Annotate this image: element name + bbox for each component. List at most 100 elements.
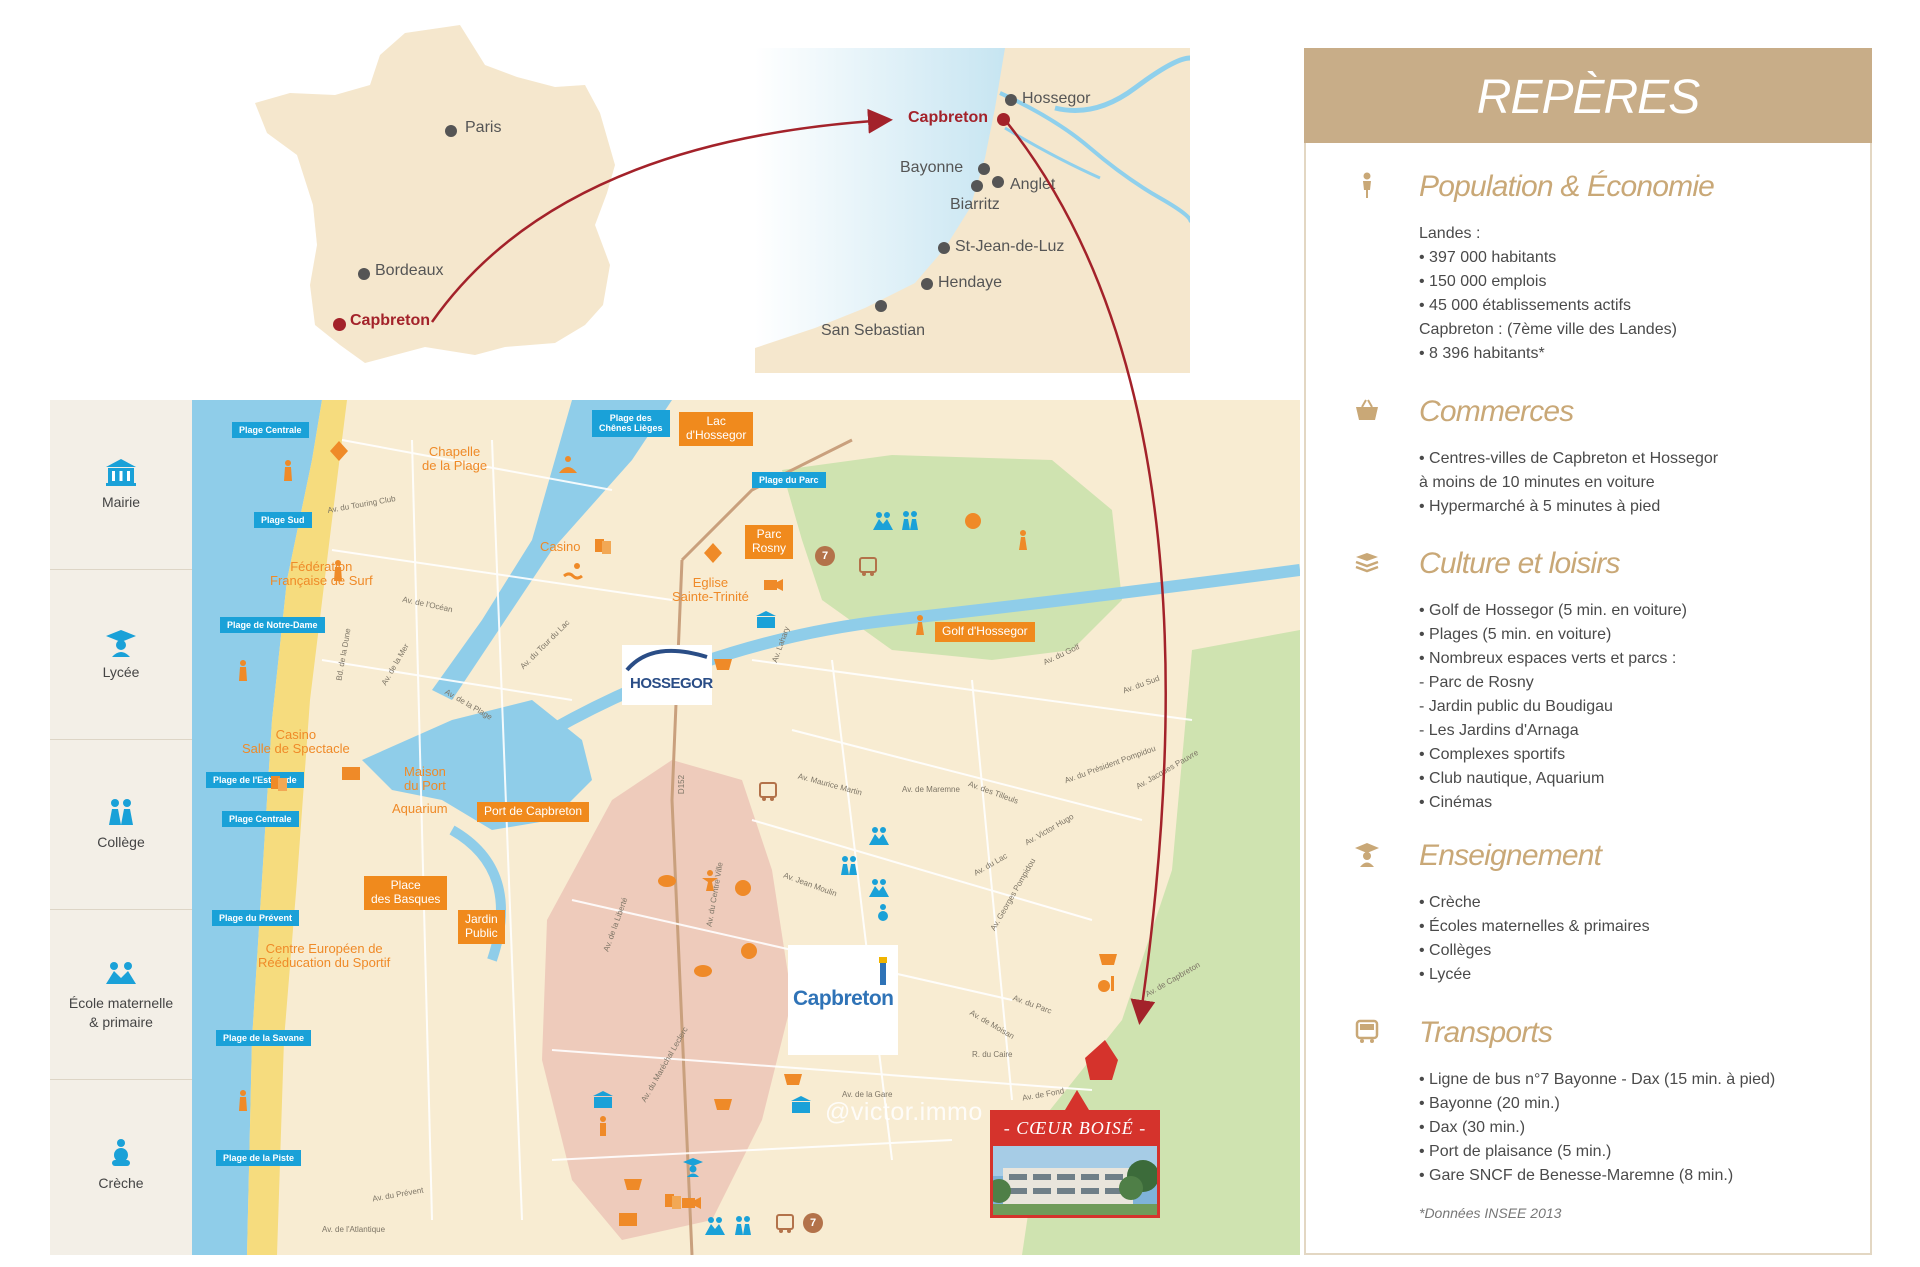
city-label-hossegor: Hossegor	[1022, 90, 1091, 107]
chapel-icon	[330, 441, 348, 461]
coeur-boise-marker[interactable]: - CŒUR BOISÉ -	[990, 1110, 1160, 1218]
section-line: Capbreton : (7ème ville des Landes)	[1419, 321, 1677, 338]
yoga-icon	[559, 456, 577, 473]
label-casino-salle: Casino Salle de Spectacle	[242, 727, 350, 757]
legend-label-ecole: École maternelle & primaire	[68, 994, 174, 1030]
bus-icon	[859, 557, 877, 576]
place-sign-port-capbreton: Port de Capbreton	[477, 802, 590, 822]
basket-icon	[714, 1099, 732, 1110]
church-icon	[704, 543, 722, 563]
section-line: • Nombreux espaces verts et parcs :	[1419, 650, 1677, 667]
person-icon	[600, 1116, 606, 1136]
label-casino: Casino	[540, 539, 581, 554]
town-hall-icon	[756, 611, 776, 628]
reperes-title: REPÈRES	[1476, 71, 1700, 124]
city-label-bayonne: Bayonne	[900, 159, 964, 176]
beach-sign-parc: Plage du Parc	[752, 472, 826, 489]
bus-route-badge-bottom: 7	[803, 1213, 823, 1233]
street-label: Av. de l'Atlantique	[322, 1225, 386, 1234]
person-icon	[1363, 172, 1371, 198]
label-maison-port: Maison du Port	[404, 764, 446, 794]
coast-inset-map: Capbreton Hossegor Bayonne Anglet Biarri…	[755, 48, 1190, 373]
watermark: @victor.immo	[825, 1098, 983, 1126]
beach-sign-prevent: Plage du Prévent	[212, 910, 300, 927]
hossegor-dot	[1005, 94, 1017, 106]
street-label: R. du Caire	[972, 1050, 1013, 1059]
gymnast-icon	[702, 870, 718, 891]
graduate-icon	[1355, 843, 1379, 867]
bus-icon	[776, 1214, 794, 1233]
aquarium-icon	[619, 1213, 637, 1226]
children-icon	[869, 879, 889, 897]
section-title: Transports	[1419, 1016, 1553, 1049]
graduate-icon	[683, 1158, 703, 1177]
lighthouse-icon	[879, 957, 887, 985]
section-line: - Jardin public du Boudigau	[1419, 698, 1613, 715]
street-label: D152	[677, 774, 687, 795]
city-label-st-jean-de-luz: St-Jean-de-Luz	[955, 238, 1065, 255]
legend-item-ecole: École maternelle & primaire	[50, 910, 192, 1080]
books-icon	[1355, 553, 1379, 573]
beach-sign-centrale: Plage Centrale	[222, 811, 299, 828]
legend-label-lycee: Lycée	[102, 664, 140, 681]
students-icon	[109, 799, 133, 826]
section-line: • Crèche	[1419, 894, 1481, 911]
label-chapelle: Chapelle de la Plage	[422, 444, 488, 474]
bowling-icon	[1098, 976, 1114, 992]
bordeaux-dot	[358, 268, 370, 280]
st-jean-dot	[938, 242, 950, 254]
golfer-icon	[1019, 530, 1027, 550]
golfer-icon	[916, 615, 924, 635]
city-label-capbreton-france: Capbreton	[350, 312, 430, 329]
aquarium-icon	[342, 767, 360, 780]
section-line: à moins de 10 minutes en voiture	[1419, 474, 1655, 491]
city-label-bordeaux: Bordeaux	[375, 262, 444, 279]
legend-item-college: Collège	[50, 740, 192, 910]
section-line: • Port de plaisance (5 min.)	[1419, 1143, 1612, 1160]
section-line: Landes :	[1419, 225, 1481, 242]
label-centre-europeen: Centre Européen de Rééducation du Sporti…	[258, 941, 391, 971]
basket-icon	[1099, 954, 1117, 965]
beach-sign-piste: Plage de la Piste	[216, 1150, 302, 1167]
section-line: • Écoles maternelles & primaires	[1419, 918, 1650, 935]
legend-item-lycee: Lycée	[50, 570, 192, 740]
section-line: • Golf de Hossegor (5 min. en voiture)	[1419, 602, 1687, 619]
section-line: • 45 000 établissements actifs	[1419, 297, 1631, 314]
section-title: Culture et loisirs	[1419, 547, 1620, 580]
section-line: • Cinémas	[1419, 794, 1493, 811]
students-icon	[841, 856, 857, 875]
legend-item-mairie: Mairie	[50, 400, 192, 570]
section-line: • Collèges	[1419, 942, 1492, 959]
section-line: • Dax (30 min.)	[1419, 1119, 1526, 1136]
section-title: Population & Économie	[1419, 170, 1715, 203]
surfer-icon	[334, 560, 342, 581]
capbreton-dot-coast	[997, 113, 1010, 126]
children-icon	[106, 961, 136, 984]
city-label-paris: Paris	[465, 119, 502, 136]
section-line: - Les Jardins d'Arnaga	[1419, 722, 1579, 739]
section-line: • Complexes sportifs	[1419, 746, 1566, 763]
place-sign-lac-hossegor: Lac d'Hossegor	[679, 412, 754, 446]
section-lines: Landes : • 397 000 habitants • 150 000 e…	[1419, 222, 1839, 366]
city-label-san-sebastian: San Sebastian	[821, 322, 926, 339]
map-legend: Mairie Lycée Collège École maternelle & …	[50, 400, 192, 1255]
hossegor-logo: HOSSEGOR	[622, 645, 713, 705]
legend-label-creche: Crèche	[98, 1174, 144, 1191]
students-icon	[735, 1216, 751, 1235]
children-icon	[705, 1217, 725, 1235]
san-sebastian-dot	[875, 300, 887, 312]
basket-icon	[624, 1179, 642, 1190]
wave-icon	[625, 648, 708, 672]
street-label: Av. de la Gare	[842, 1090, 893, 1099]
swimmer-icon	[563, 563, 583, 580]
section-line: • 397 000 habitants	[1419, 249, 1557, 266]
bayonne-dot	[978, 163, 990, 175]
france-inset-map: Paris Bordeaux Capbreton	[255, 25, 675, 385]
city-label-hendaye: Hendaye	[938, 274, 1003, 291]
section-line: • Plages (5 min. en voiture)	[1419, 626, 1612, 643]
section-line: - Parc de Rosny	[1419, 674, 1534, 691]
beach-sign-savane: Plage de la Savane	[216, 1030, 312, 1047]
basket-icon	[784, 1074, 802, 1085]
cards-icon	[595, 539, 611, 554]
legend-item-creche: Crèche	[50, 1080, 192, 1250]
